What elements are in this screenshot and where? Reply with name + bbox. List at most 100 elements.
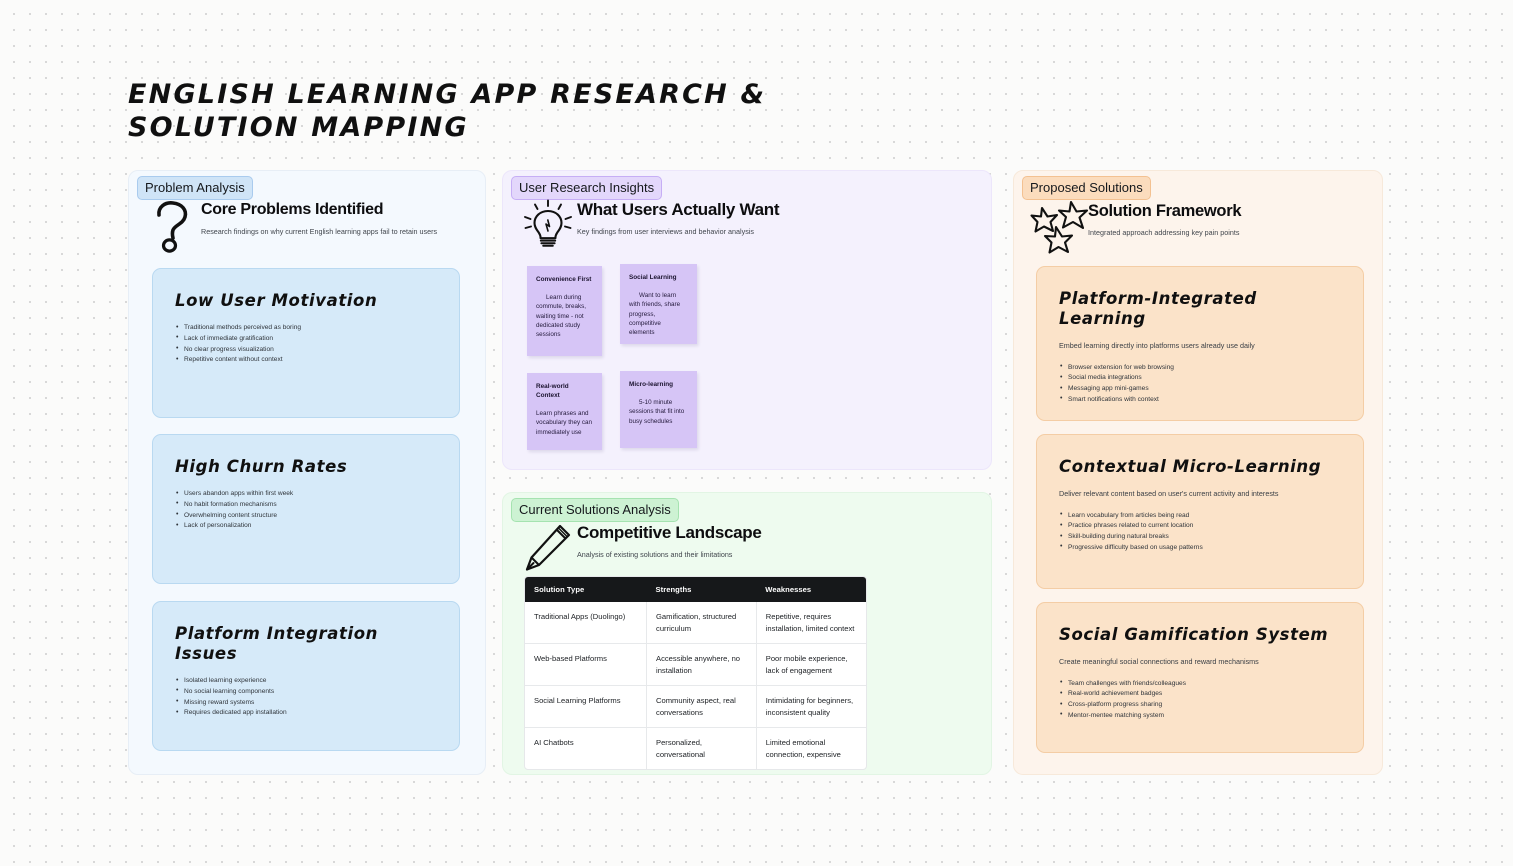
card-title: Low User Motivation [175,291,378,310]
list-item: Messaging app mini-games [1059,384,1341,394]
panel-header-current: Competitive Landscape Analysis of existi… [519,518,762,576]
cell-strengths: Personalized, conversational [646,727,757,769]
solution-card-platform-integrated-learning[interactable]: Platform-Integrated Learning Embed learn… [1036,266,1364,421]
cell-solution-type: AI Chatbots [525,727,648,769]
problem-card-low-user-motivation[interactable]: Low User Motivation Traditional methods … [152,268,460,418]
section-pill-proposed-solutions: Proposed Solutions [1022,176,1151,200]
section-pill-current-solutions-analysis: Current Solutions Analysis [511,498,679,522]
column-header-weaknesses: Weaknesses [756,577,866,602]
card-bullet-list: Users abandon apps within first week No … [175,488,437,531]
panel-proposed-solutions: Proposed Solutions Solution Framework In… [1013,170,1383,775]
panel-problem-analysis: Problem Analysis Core Problems Identifie… [128,170,486,775]
list-item: Lack of immediate gratification [175,333,437,343]
lightbulb-icon [519,195,577,253]
problem-card-high-churn-rates[interactable]: High Churn Rates Users abandon apps with… [152,434,460,584]
table-row: AI Chatbots Personalized, conversational… [525,727,866,769]
list-item: Browser extension for web browsing [1059,362,1341,372]
card-title: Platform Integration Issues [175,624,379,663]
list-item: Requires dedicated app installation [175,708,437,718]
card-description: Create meaningful social connections and… [1059,657,1259,666]
panel-title-solutions: Solution Framework [1088,202,1242,220]
list-item: Skill-building during natural breaks [1059,532,1341,542]
card-bullet-list: Traditional methods perceived as boring … [175,322,437,365]
table-header-row: Solution Type Strengths Weaknesses [525,577,866,602]
panel-header-research: What Users Actually Want Key findings fr… [519,195,779,253]
cell-strengths: Accessible anywhere, no installation [646,643,757,686]
list-item: Smart notifications with context [1059,394,1341,404]
cell-weaknesses: Intimidating for beginners, inconsistent… [756,685,866,728]
page-title: ENGLISH LEARNING APP RESEARCH & SOLUTION… [128,79,767,143]
list-item: Users abandon apps within first week [175,488,437,498]
table-row: Social Learning Platforms Community aspe… [525,685,866,728]
sticky-title: Micro-learning [629,381,674,388]
sticky-note-micro-learning[interactable]: Micro-learning 5-10 minute sessions that… [620,371,697,448]
sticky-body: Learn during commute, breaks, waiting ti… [536,294,587,339]
section-pill-problem-analysis: Problem Analysis [137,176,253,200]
card-title: Contextual Micro-Learning [1059,457,1322,476]
list-item: Isolated learning experience [175,675,437,685]
list-item: No social learning components [175,686,437,696]
list-item: Lack of personalization [175,521,437,531]
cell-solution-type: Web-based Platforms [525,643,648,686]
sticky-body: Want to learn with friends, share progre… [629,292,681,337]
cell-weaknesses: Repetitive, requires installation, limit… [765,612,855,633]
cell-strengths: Community aspect, real conversations [646,685,757,728]
card-title: High Churn Rates [175,457,348,476]
column-header-solution-type: Solution Type [525,577,647,602]
panel-user-research-insights: User Research Insights What Users Actual… [502,170,992,470]
list-item: Repetitive content without context [175,355,437,365]
sticky-title: Convenience First [536,276,592,283]
list-item: Overwhelming content structure [175,510,437,520]
panel-header-solutions: Solution Framework Integrated approach a… [1030,197,1242,255]
card-bullet-list: Team challenges with friends/colleagues … [1059,678,1341,721]
solution-card-social-gamification-system[interactable]: Social Gamification System Create meanin… [1036,602,1364,753]
cell-strengths: Gamification, structured curriculum [646,602,757,644]
competitive-landscape-table: Solution Type Strengths Weaknesses Tradi… [524,576,867,770]
panel-header-problem: Core Problems Identified Research findin… [143,197,437,255]
problem-card-platform-integration-issues[interactable]: Platform Integration Issues Isolated lea… [152,601,460,751]
panel-title-research: What Users Actually Want [577,200,780,219]
card-description: Embed learning directly into platforms u… [1059,341,1255,350]
list-item: Cross-platform progress sharing [1059,700,1341,710]
card-bullet-list: Learn vocabulary from articles being rea… [1059,510,1341,553]
card-bullet-list: Isolated learning experience No social l… [175,675,437,718]
sticky-note-real-world-context[interactable]: Real-world Context Learn phrases and voc… [527,373,602,450]
panel-title-current: Competitive Landscape [577,523,762,542]
table-row: Traditional Apps (Duolingo) Gamification… [525,602,866,644]
panel-subtitle-current: Analysis of existing solutions and their… [577,550,733,559]
card-bullet-list: Browser extension for web browsing Socia… [1059,362,1341,405]
sticky-title: Social Learning [629,274,677,281]
list-item: Missing reward systems [175,697,437,707]
panel-subtitle-solutions: Integrated approach addressing key pain … [1088,228,1240,237]
cell-solution-type: Traditional Apps (Duolingo) [525,602,648,644]
sticky-title: Real-world Context [536,383,569,399]
list-item: Team challenges with friends/colleagues [1059,678,1341,688]
sticky-note-convenience-first[interactable]: Convenience First Learn during commute, … [527,266,602,356]
sticky-body: Learn phrases and vocabulary they can im… [536,410,593,436]
list-item: Practice phrases related to current loca… [1059,521,1341,531]
column-header-strengths: Strengths [646,577,757,602]
cell-weaknesses: Limited emotional connection, expensive [756,727,866,769]
solution-card-contextual-micro-learning[interactable]: Contextual Micro-Learning Deliver releva… [1036,434,1364,589]
list-item: No clear progress visualization [175,344,437,354]
list-item: No habit formation mechanisms [175,499,437,509]
cell-solution-type: Social Learning Platforms [525,685,648,728]
list-item: Social media integrations [1059,373,1341,383]
cell-weaknesses: Poor mobile experience, lack of engageme… [756,643,866,686]
sticky-note-social-learning[interactable]: Social Learning Want to learn with frien… [620,264,697,344]
table-row: Web-based Platforms Accessible anywhere,… [525,643,866,686]
panel-title-problem: Core Problems Identified [201,201,384,218]
sticky-body: 5-10 minute sessions that fit into busy … [629,399,685,425]
panel-subtitle-problem: Research findings on why current English… [201,227,438,236]
stars-icon [1030,197,1089,255]
question-mark-icon [143,197,201,255]
pencil-icon [519,518,577,576]
card-title: Platform-Integrated Learning [1059,289,1257,328]
card-description: Deliver relevant content based on user's… [1059,489,1279,498]
list-item: Traditional methods perceived as boring [175,322,437,332]
section-pill-user-research-insights: User Research Insights [511,176,663,200]
list-item: Real-world achievement badges [1059,689,1341,699]
panel-subtitle-research: Key findings from user interviews and be… [577,227,754,236]
list-item: Learn vocabulary from articles being rea… [1059,510,1341,520]
card-title: Social Gamification System [1059,625,1329,644]
